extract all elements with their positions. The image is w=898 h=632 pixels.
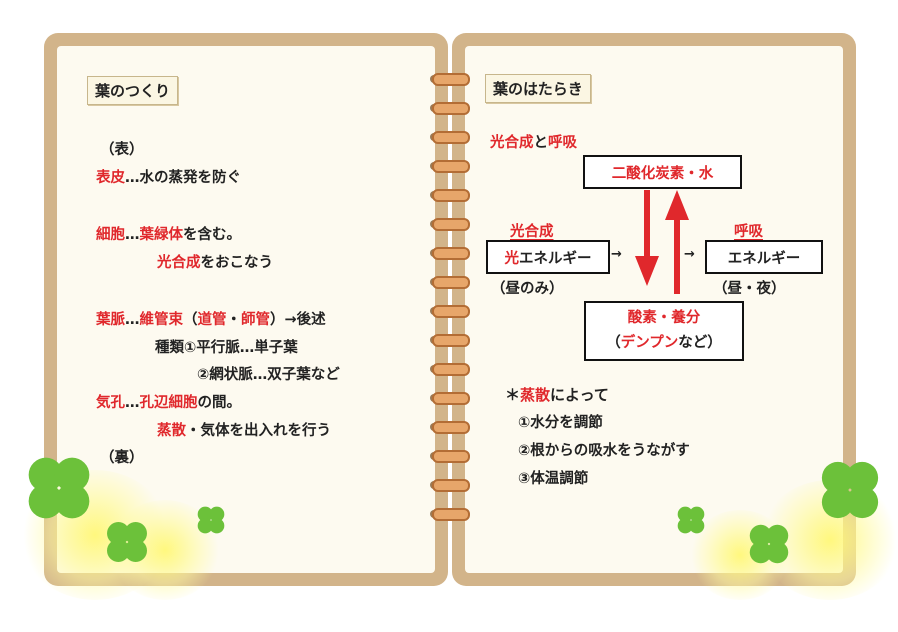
oxygen-nutrient-sub: （デンプンなど） [606,331,722,356]
paren-open: （ [183,312,198,328]
up-arrow-icon [665,190,689,294]
hyohi-term: 表皮 [96,170,125,186]
kikou-term: 気孔 [96,395,125,411]
clover-icon [28,457,90,519]
spiral-ring [424,304,474,318]
shurui-line-2: ②網状脈…双子葉など [197,367,340,383]
denpun-text: デンプン [620,335,679,351]
spiral-ring [424,362,474,376]
kougousei-line: 光合成をおこなう [157,251,273,272]
day-night-label: （昼・夜） [713,281,786,297]
co2-water-box: 二酸化炭素・水 [583,155,742,189]
spiral-ring [424,130,474,144]
resp-label-text: 呼吸 [734,224,763,240]
day-only-label: （昼のみ） [491,281,564,297]
heading-kokyuu: 呼吸 [548,135,577,151]
saibou-ellipsis: … [125,227,140,243]
ikansoku-term: 維管束 [139,312,184,328]
spiral-binding [424,72,474,552]
spiral-ring [424,333,474,347]
note-item-2: ②根からの吸水をうながす [518,443,690,459]
spiral-ring [424,391,474,405]
oxygen-nutrient-text: 酸素・養分 [627,310,701,326]
paren-close: ） [270,312,285,328]
spiral-ring [424,159,474,173]
photo-label-text: 光合成 [510,224,554,240]
energy-box: エネルギー [705,240,823,274]
clover-icon [677,506,705,534]
light-energy-box: 光エネルギー [486,240,610,274]
kougousei-term: 光合成 [157,255,201,271]
saibou-line: 細胞…葉緑体を含む。 [96,223,241,244]
youmyaku-line: 葉脈…維管束（道管・師管）→後述 [96,308,326,329]
right-title-tag: 葉のはたらき [485,74,591,103]
oxygen-nutrient-box: 酸素・養分 （デンプンなど） [584,301,744,361]
kouhen-term: 孔辺細胞 [139,395,198,411]
note-item-1: ①水分を調節 [518,415,603,431]
hyohi-line: 表皮…水の蒸発を防ぐ [96,166,241,187]
youmyaku-ellipsis: … [125,312,140,328]
youmyaku-desc: →後述 [284,312,326,328]
clover-icon [821,461,879,519]
saibou-desc: を含む。 [183,227,241,243]
spiral-ring [424,188,474,202]
clover-icon [107,522,147,562]
shurui-line-1: 種類①平行脈…単子葉 [155,340,298,356]
left-title-tag: 葉のつくり [87,76,179,105]
spiral-ring [424,449,474,463]
arrow-right-1: → [611,247,622,262]
youmyaku-term: 葉脈 [96,312,125,328]
spiral-ring [424,72,474,86]
ura-label: （裏） [100,450,144,466]
co2-water-text: 二酸化炭素・水 [611,165,714,182]
kougousei-desc: をおこなう [200,255,274,271]
star-mark: ＊ [505,386,521,404]
light-text: 光 [504,250,520,267]
photo-label: 光合成 [510,220,554,241]
note-item-3: ③体温調節 [518,471,589,487]
spiral-ring [424,507,474,521]
heading-to: と [533,135,549,151]
right-heading: 光合成と呼吸 [490,131,577,152]
spiral-ring [424,101,474,115]
spiral-ring [424,246,474,260]
jousan-note: ＊蒸散によって [505,384,609,405]
note-rest: によって [550,386,609,404]
arrow-right-2: → [684,247,695,262]
spiral-ring [424,217,474,231]
heading-kougousei: 光合成 [490,135,534,151]
nado-text: など） [678,335,722,351]
dot-sep: ・ [226,312,242,328]
clover-icon [749,524,789,564]
kikou-line: 気孔…孔辺細胞の間。 [96,391,241,412]
doukan-term: 道管 [197,312,227,328]
paren-open: （ [606,335,621,351]
energy-text: エネルギー [727,250,801,267]
jousan-term: 蒸散 [157,423,186,439]
spiral-ring [424,275,474,289]
saibou-term: 細胞 [96,227,125,243]
clover-icon [197,506,225,534]
resp-label: 呼吸 [734,220,763,241]
kikou-desc: の間。 [197,395,242,411]
jousan-desc: ・気体を出入れを行う [186,423,331,439]
spiral-ring [424,420,474,434]
down-arrow-icon [635,190,659,286]
jousan-line: 蒸散・気体を出入れを行う [157,419,331,440]
kikou-ellipsis: … [125,395,140,411]
youryokutai-term: 葉緑体 [139,227,184,243]
note-jousan-term: 蒸散 [520,386,551,404]
omote-label: （表） [100,142,144,158]
hyohi-desc: …水の蒸発を防ぐ [125,170,241,186]
shikan-term: 師管 [241,312,270,328]
light-energy-text: エネルギー [519,250,592,267]
spiral-ring [424,478,474,492]
